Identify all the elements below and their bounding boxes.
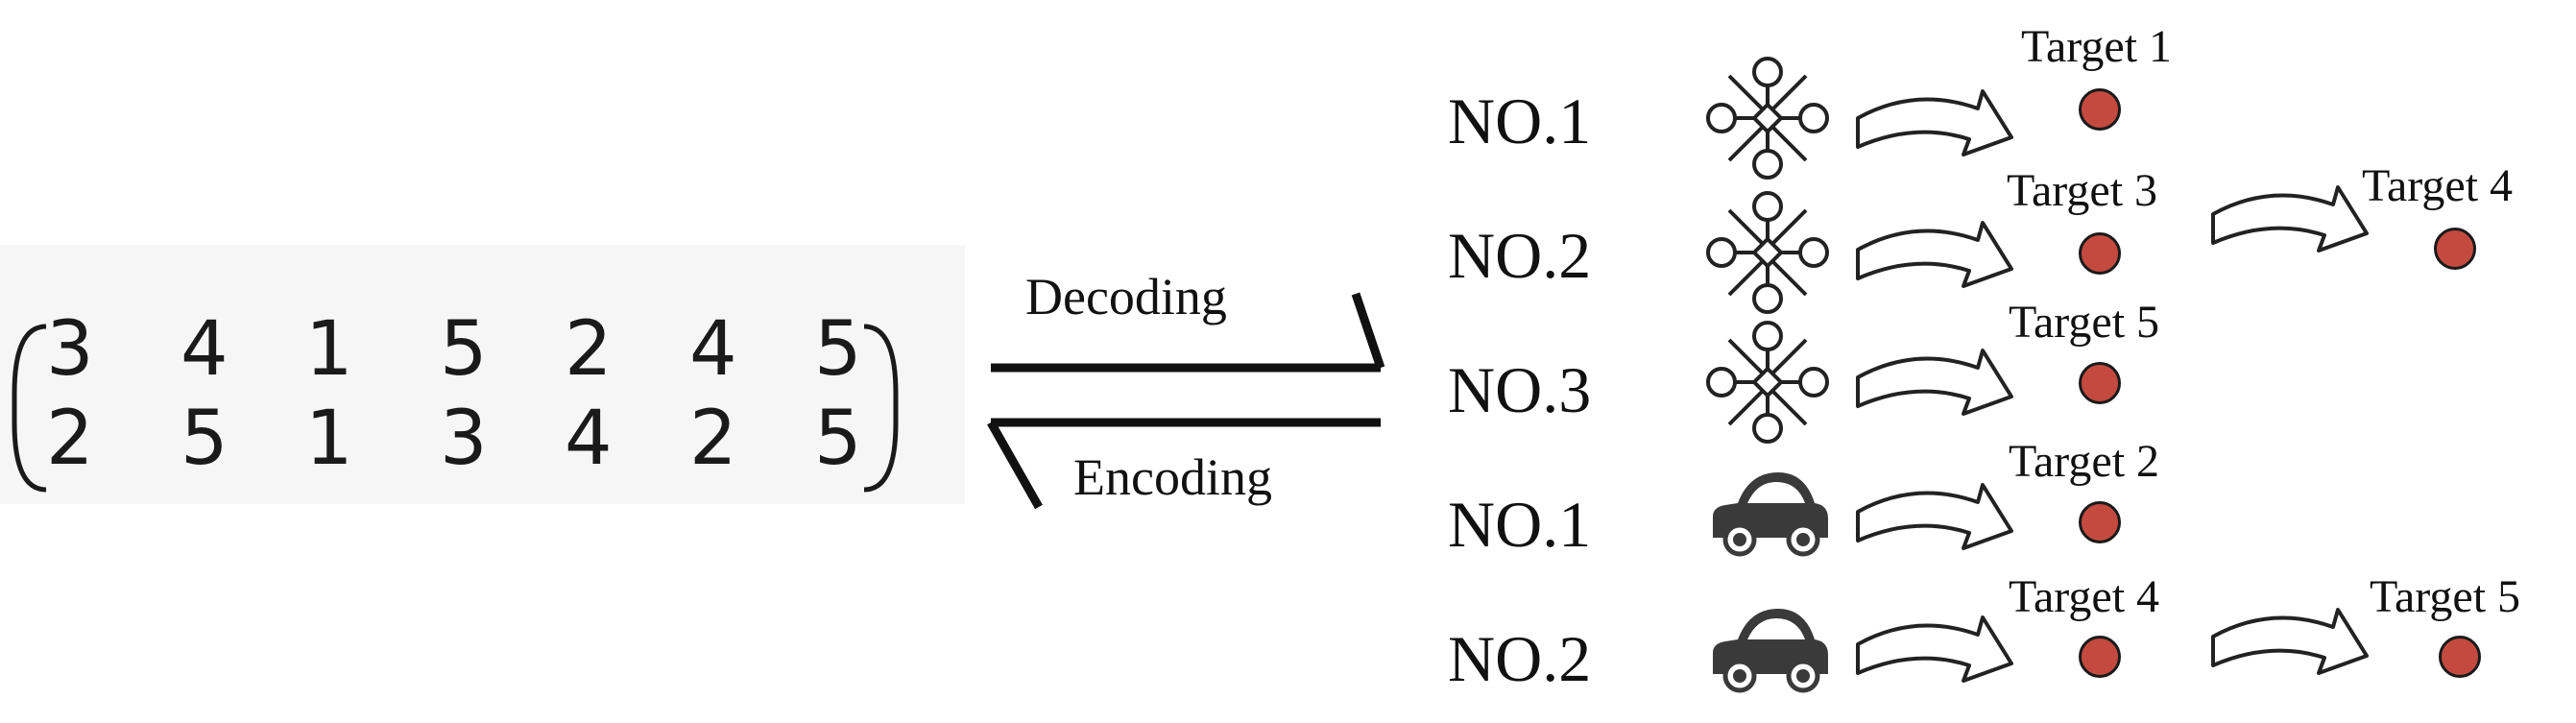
target-label: Target 3	[2007, 165, 2158, 216]
matrix-cell: 5	[814, 306, 862, 393]
matrix-cell: 1	[305, 396, 353, 482]
agent-label: NO.2	[1448, 622, 1592, 695]
matrix-cell: 4	[565, 396, 613, 482]
matrix-cell: 3	[440, 396, 488, 482]
matrix-cell: 2	[46, 396, 94, 482]
target-dot	[2079, 88, 2121, 131]
target-dot	[2079, 501, 2121, 543]
target-dot	[2434, 228, 2476, 270]
agent-label: NO.1	[1448, 488, 1592, 561]
target-label: Target 1	[2021, 21, 2173, 72]
target-dot	[2079, 232, 2121, 275]
matrix-cell: 5	[440, 306, 488, 393]
matrix-cell: 2	[565, 306, 613, 393]
target-label: Target 4	[2362, 160, 2514, 211]
target-label: Target 5	[2009, 297, 2160, 348]
arrow-icon	[1856, 349, 2013, 416]
target-dot	[2079, 636, 2121, 678]
arrow-icon	[2211, 185, 2369, 253]
agent-label: NO.1	[1448, 84, 1592, 157]
decoding-label: Decoding	[1025, 268, 1227, 325]
matrix-cell: 5	[181, 396, 229, 482]
matrix-cell: 5	[814, 396, 862, 482]
matrix-cell: 2	[689, 396, 737, 482]
agent-label: NO.3	[1448, 353, 1592, 426]
target-dot	[2439, 636, 2481, 678]
arrow-icon	[1856, 483, 2013, 550]
matrix-cell: 3	[46, 306, 94, 393]
target-label: Target 4	[2009, 571, 2160, 622]
arrow-icon	[1856, 89, 2013, 157]
matrix-background	[0, 245, 965, 504]
arrow-icon	[1856, 221, 2013, 288]
agent-label: NO.2	[1448, 219, 1592, 292]
matrix-cell: 4	[181, 306, 229, 393]
target-label: Target 2	[2009, 436, 2160, 487]
arrow-icon	[2211, 608, 2369, 675]
matrix-cell: 4	[689, 306, 737, 393]
target-dot	[2079, 362, 2121, 404]
matrix-cell: 1	[305, 306, 353, 393]
target-label: Target 5	[2370, 571, 2521, 622]
encoding-label: Encoding	[1073, 448, 1272, 506]
arrow-icon	[1856, 615, 2013, 683]
